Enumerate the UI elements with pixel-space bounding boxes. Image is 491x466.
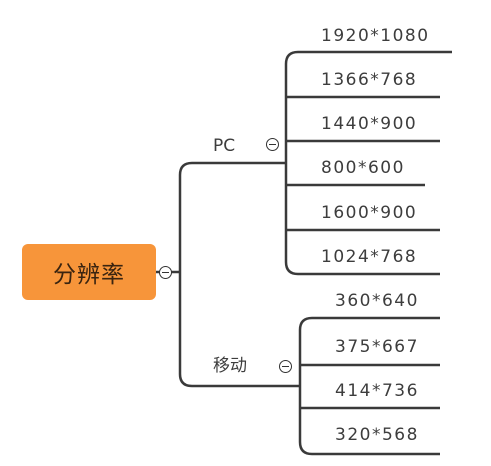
pc-child-6[interactable]: 1024*768 xyxy=(321,247,418,267)
minus-icon xyxy=(282,365,289,368)
minus-icon xyxy=(162,271,169,274)
pc-child-3[interactable]: 1440*900 xyxy=(321,114,418,134)
pc-child-2[interactable]: 1366*768 xyxy=(321,70,418,90)
root-label: 分辨率 xyxy=(53,262,125,288)
mobile-child-4[interactable]: 320*568 xyxy=(335,425,419,445)
mobile-child-1[interactable]: 360*640 xyxy=(335,291,419,311)
pc-child-1[interactable]: 1920*1080 xyxy=(321,26,430,46)
minus-icon xyxy=(269,143,276,146)
mobile-child-2[interactable]: 375*667 xyxy=(335,337,419,357)
pc-collapse-toggle[interactable] xyxy=(266,138,279,151)
pc-leaf-connectors xyxy=(284,50,452,276)
root-node[interactable]: 分辨率 xyxy=(22,244,156,300)
mobile-leaf-connectors xyxy=(298,316,440,456)
branch-mobile-label[interactable]: 移动 xyxy=(213,356,247,376)
mobile-collapse-toggle[interactable] xyxy=(279,360,292,373)
pc-child-4[interactable]: 800*600 xyxy=(321,158,405,178)
root-connector xyxy=(156,161,300,388)
mobile-child-3[interactable]: 414*736 xyxy=(335,381,419,401)
pc-child-5[interactable]: 1600*900 xyxy=(321,203,418,223)
branch-pc-label[interactable]: PC xyxy=(213,136,236,156)
root-collapse-toggle[interactable] xyxy=(159,266,172,279)
